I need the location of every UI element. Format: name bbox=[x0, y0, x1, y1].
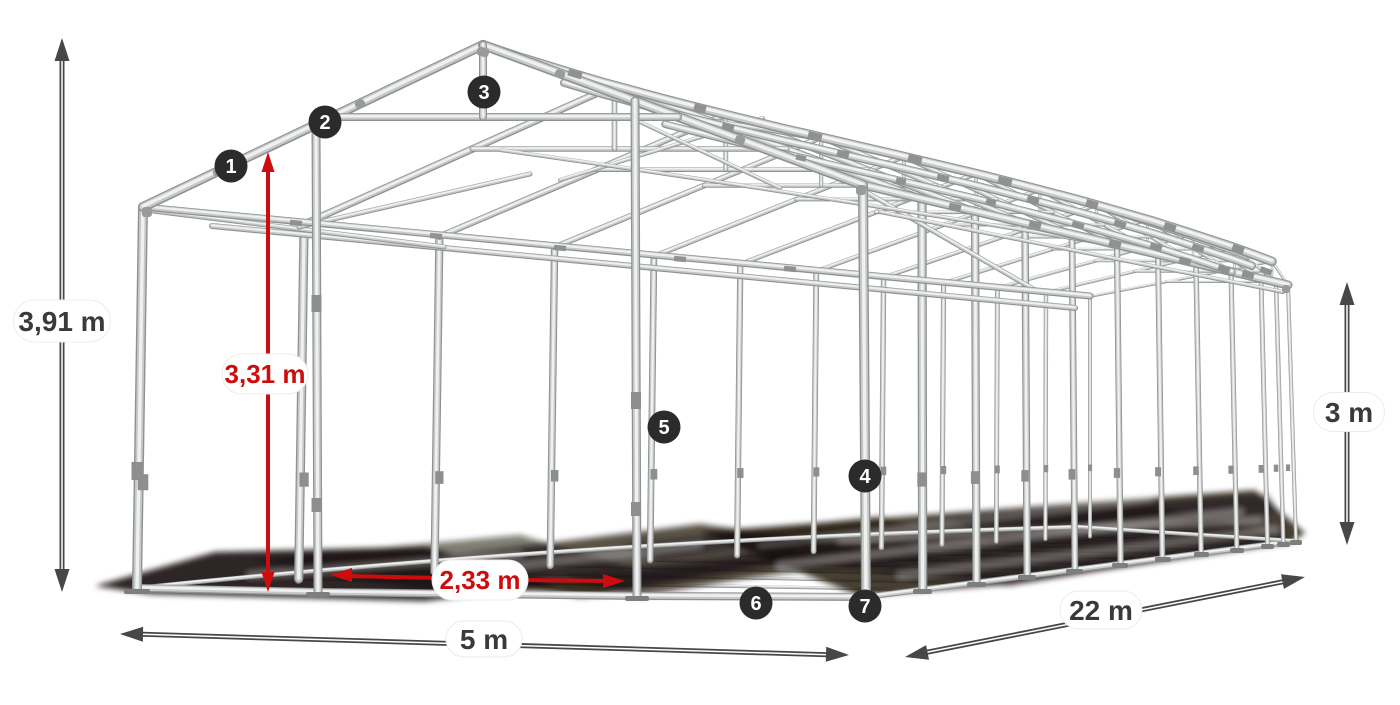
svg-text:3 m: 3 m bbox=[1325, 397, 1373, 428]
svg-text:1: 1 bbox=[225, 156, 236, 178]
svg-text:2: 2 bbox=[319, 112, 330, 134]
svg-text:3,31 m: 3,31 m bbox=[225, 359, 306, 389]
svg-text:3: 3 bbox=[478, 82, 489, 104]
svg-text:5: 5 bbox=[658, 417, 669, 439]
svg-text:6: 6 bbox=[750, 593, 761, 615]
svg-text:22 m: 22 m bbox=[1069, 595, 1133, 626]
svg-text:5 m: 5 m bbox=[460, 624, 508, 655]
svg-text:3,91 m: 3,91 m bbox=[18, 306, 105, 337]
svg-text:4: 4 bbox=[859, 466, 871, 488]
svg-text:2,33 m: 2,33 m bbox=[440, 565, 521, 595]
svg-text:7: 7 bbox=[859, 596, 870, 618]
